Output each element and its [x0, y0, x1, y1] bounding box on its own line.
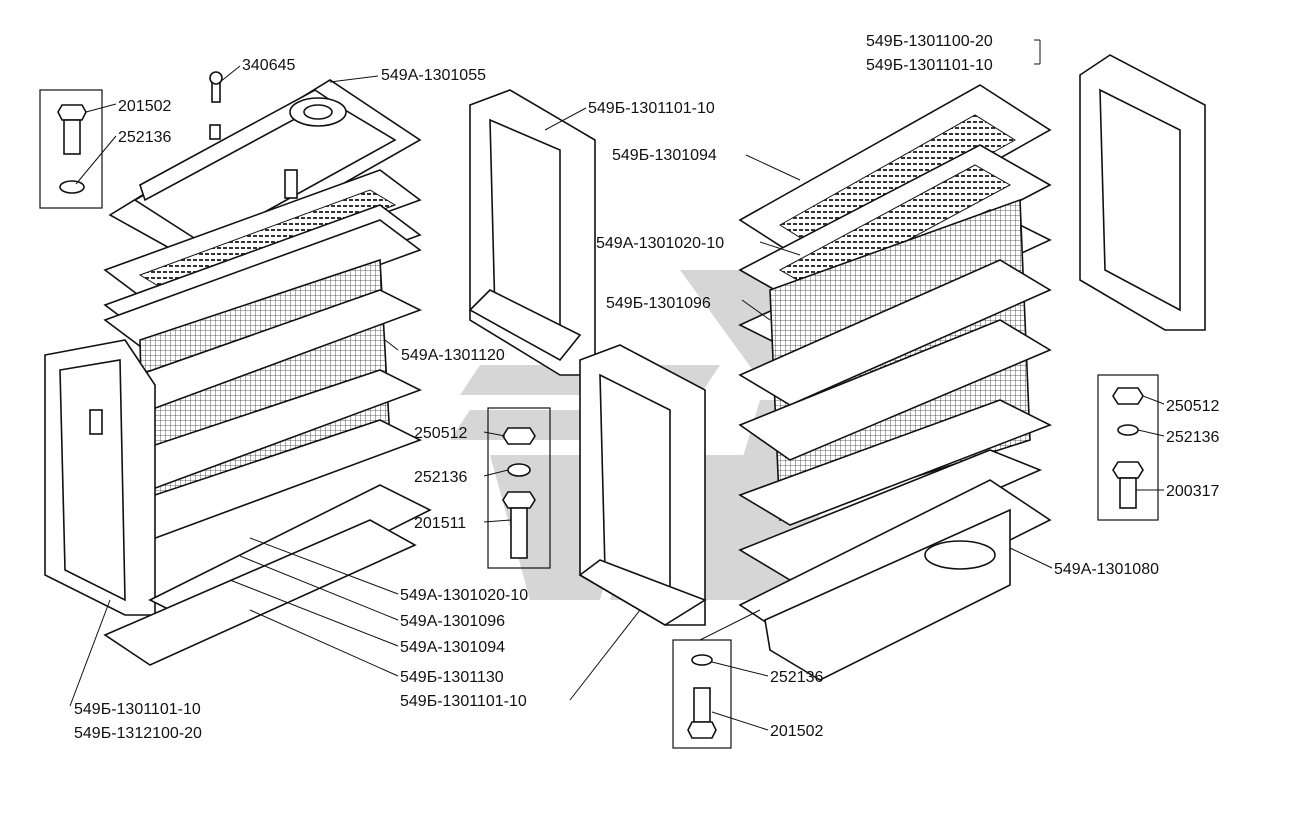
leader-lines: [69, 39, 1165, 731]
label-549A-1301020-10-top-right: 549A-1301020-10: [596, 235, 724, 252]
label-549B-1301094-top-right: 549Б-1301094: [612, 147, 717, 164]
label-252136-top-left: 252136: [118, 129, 171, 146]
label-549B-1312100-20: 549Б-1312100-20: [74, 725, 202, 742]
label-549B-1301101-10-bottom: 549Б-1301101-10: [400, 693, 527, 710]
label-201511: 201511: [414, 515, 466, 532]
label-549A-1301120: 549A-1301120: [401, 347, 505, 364]
left-bottom-plates: [103, 484, 432, 666]
label-549B-1301130: 549Б-1301130: [400, 669, 504, 686]
label-549B-1301101-10-top-right: 549Б-1301101-10: [866, 57, 993, 74]
label-549B-1301096-top-right: 549Б-1301096: [606, 295, 711, 312]
left-radiator-core: [108, 258, 423, 542]
label-549B-1301101-10-top: 549Б-1301101-10: [588, 100, 715, 117]
middle-fastener-box: [487, 407, 551, 569]
label-549B-1301100-20: 549Б-1301100-20: [866, 33, 993, 50]
middle-upper-bracket: [468, 89, 596, 376]
right-side-frame: [1079, 54, 1206, 331]
label-340645: 340645: [242, 57, 295, 74]
top-tank: [108, 71, 422, 266]
label-201502-bottom-right: 201502: [770, 723, 823, 740]
label-250512-right: 250512: [1166, 398, 1219, 415]
label-549A-1301094-bottom: 549A-1301094: [400, 639, 505, 656]
right-fastener-box: [1097, 374, 1159, 521]
label-549B-1301101-10-bottom-left: 549Б-1301101-10: [74, 701, 201, 718]
left-gasket-stack: [103, 169, 422, 351]
top-left-fastener-box: [39, 89, 103, 209]
left-side-frame: [44, 339, 156, 616]
label-252136-bottom-right: 252136: [770, 669, 823, 686]
bottom-right-fastener-box: [672, 639, 732, 749]
label-549A-1301080: 549A-1301080: [1054, 561, 1159, 578]
label-549A-1301096-bottom: 549A-1301096: [400, 613, 505, 630]
label-250512-middle: 250512: [414, 425, 467, 442]
label-549A-1301055: 549A-1301055: [381, 67, 486, 84]
middle-lower-bracket: [578, 344, 707, 626]
label-252136-middle: 252136: [414, 469, 467, 486]
label-252136-right: 252136: [1166, 429, 1219, 446]
right-radiator-core: [738, 198, 1052, 526]
right-bottom-tank: [738, 449, 1052, 681]
label-549A-1301020-10-bottom: 549A-1301020-10: [400, 587, 528, 604]
label-200317: 200317: [1166, 483, 1219, 500]
label-201502-top-left: 201502: [118, 98, 171, 115]
